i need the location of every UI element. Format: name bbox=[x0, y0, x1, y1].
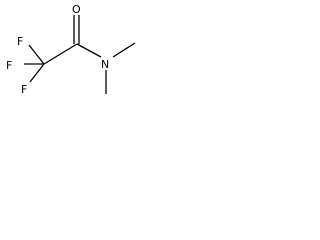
atom-label-fluorine-bottom: F bbox=[21, 83, 27, 96]
bond-nitrogen-methyl-upper bbox=[112, 42, 136, 58]
bond-cf3c-f-bottom bbox=[29, 63, 45, 83]
atom-label-fluorine-top: F bbox=[17, 35, 23, 48]
chemical-structure-diagram: F F F O N bbox=[6, 3, 136, 96]
atom-label-nitrogen: N bbox=[101, 58, 109, 71]
bond-cf3c-carbonyl-carbon bbox=[43, 43, 78, 65]
bond-carbonyl-carbon-nitrogen bbox=[76, 43, 102, 58]
bond-cf3c-f-top bbox=[28, 44, 45, 65]
atom-label-oxygen: O bbox=[72, 3, 81, 16]
atom-label-fluorine-left: F bbox=[6, 59, 12, 72]
